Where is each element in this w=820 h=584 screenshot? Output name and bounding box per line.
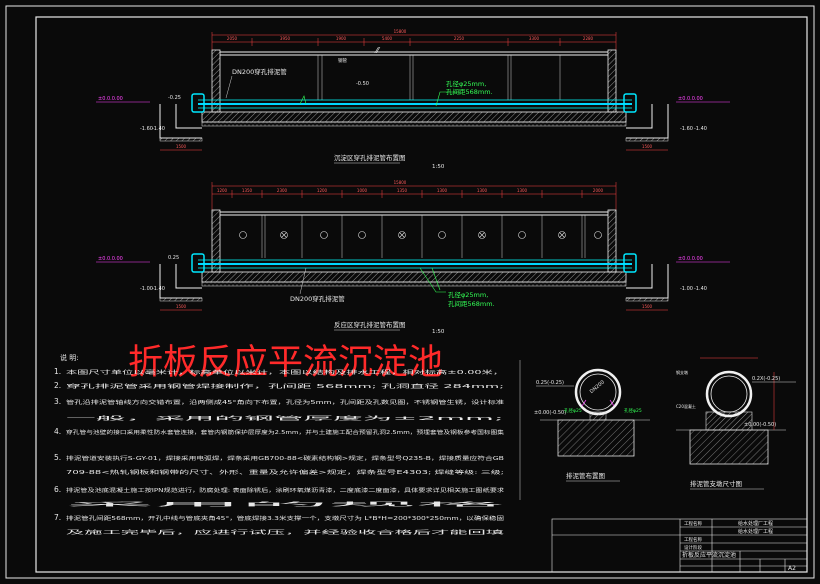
section-1-spacing-label: 孔间距568mm. bbox=[446, 88, 493, 96]
note-text: 管孔沿排泥管轴线方向交错布置，沿两侧成45°角向下布置，孔径为5mm，孔间距及孔… bbox=[66, 398, 504, 406]
note-text: 排泥管及池底混凝土施工按IPN规范进行，防腐处理: 表面除锈后，涂刷环氧煤沥青漆… bbox=[66, 486, 505, 494]
section-1-drawing: 15800 2050 3950 1900 5400 2250 3300 2280… bbox=[96, 29, 730, 170]
detail-2-el-top: 0.2X(-0.25) bbox=[752, 376, 780, 382]
tb-row4-left: 设计阶段 bbox=[684, 544, 702, 551]
section-1-pipe-label: DN200穿孔排泥管 bbox=[232, 67, 287, 76]
detail-1-hole-right: 孔径φ25 bbox=[624, 407, 642, 414]
section-2-bottom-dim-right: 1500 bbox=[642, 304, 653, 309]
section-2-dim-0: 1200 bbox=[217, 188, 228, 193]
title-block bbox=[551, 518, 808, 573]
tb-drawing-name: 折板反应平流沉淀池 bbox=[682, 551, 736, 559]
notes-heading: 说 明: bbox=[60, 353, 79, 362]
note-number: 7. bbox=[54, 513, 61, 522]
section-1-dim-3: 5400 bbox=[382, 36, 393, 41]
detail-1-drawing: DN200 0.25(-0.25) ±0.00(-0.50) 孔径φ25 孔径φ… bbox=[519, 360, 650, 500]
section-1-dim-0: 2050 bbox=[227, 36, 238, 41]
section-1-left-el-low2: -1.40 bbox=[152, 126, 165, 132]
section-2-bottom-dim-left: 1500 bbox=[176, 304, 187, 309]
section-1-bottom-dim-right: 1500 bbox=[642, 144, 653, 149]
tb-row3-left: 工程名称 bbox=[684, 536, 702, 543]
section-1-dim-1: 3950 bbox=[280, 36, 291, 41]
section-2-caption: 反应区穿孔排泥管布置图 bbox=[334, 320, 406, 329]
section-2-dim-7: 1300 bbox=[477, 188, 488, 193]
section-2-left-el-low: -1.00 bbox=[140, 286, 153, 292]
tb-row1-right: 给水处理厂工程 bbox=[738, 520, 773, 527]
section-2-dim-5: 1350 bbox=[397, 188, 408, 193]
section-1-bottom-dim-left: 1500 bbox=[176, 144, 187, 149]
section-2-scale: 1:50 bbox=[432, 329, 445, 335]
drawing-title: 折板反应平流沉淀池 bbox=[128, 343, 443, 383]
section-2-drawing: 15800 1200 1350 2300 1200 1000 1350 1300… bbox=[96, 180, 730, 335]
tb-row1-left: 工程名称 bbox=[684, 520, 702, 527]
notes-block: 说 明: 1. 本图尺寸单位以毫米计，标高单位以米计，本图以结构及排水工程，相对标… bbox=[54, 353, 517, 536]
detail-1-caption: 排泥管布置图 bbox=[566, 471, 605, 480]
tb-sheet-size: A2 bbox=[788, 565, 796, 572]
section-2-hole-label: 孔径φ25mm, bbox=[448, 290, 488, 299]
note-text: 709-88<热轧钢板和钢带的尺寸、外形、重量及允许偏差>规定，焊条型号E430… bbox=[66, 468, 504, 476]
section-1-elev-mid: -0.50 bbox=[356, 81, 369, 87]
section-1-dim-2: 1900 bbox=[336, 36, 347, 41]
detail-2-el-bottom: ±0.00(-0.50) bbox=[744, 422, 776, 428]
note-text: 排泥管道安装执行S-GY-01，焊接采用电弧焊，焊条采用GB700-88<碳素结… bbox=[66, 454, 505, 462]
detail-2-label-right: C20混凝土 bbox=[676, 403, 696, 409]
section-2-dim-4: 1000 bbox=[357, 188, 368, 193]
section-2-dim-2: 2300 bbox=[277, 188, 288, 193]
note-number: 3. bbox=[54, 397, 61, 406]
section-1-dim-5: 3300 bbox=[529, 36, 540, 41]
section-2-dim-1: 1350 bbox=[242, 188, 253, 193]
section-2-dim-8: 1300 bbox=[517, 188, 528, 193]
inner-frame bbox=[35, 16, 808, 573]
note-text: 穿孔管与池壁的接口采用柔性防水套管连接，套管内钢筋保护层厚度为2.5mm，并与土… bbox=[66, 428, 505, 436]
detail-2-caption: 排泥管支墩尺寸图 bbox=[690, 479, 742, 488]
section-2-dim-3: 1200 bbox=[317, 188, 328, 193]
section-1-left-el-mid: -0.25 bbox=[168, 95, 181, 101]
outer-frame bbox=[5, 5, 815, 579]
section-1-caption: 沉淀区穿孔排泥管布置图 bbox=[334, 153, 406, 162]
note-text: 及施工完毕后，应进行试压，并经验收合格后才能回填 bbox=[66, 528, 504, 536]
note-number: 2. bbox=[54, 381, 61, 390]
section-2-right-el-low: -1.00 bbox=[680, 286, 693, 292]
section-2-spacing-label: 孔间距568mm. bbox=[448, 300, 495, 308]
section-1-right-el-low2: -1.40 bbox=[694, 126, 707, 132]
section-2-dim-6: 1300 bbox=[437, 188, 448, 193]
break-mark: ⁄⁄ bbox=[374, 46, 380, 55]
note-number: 6. bbox=[54, 485, 61, 494]
section-1-hole-label: 孔径φ25mm, bbox=[446, 79, 486, 88]
section-1-left-el-low: -1.60 bbox=[140, 126, 153, 132]
section-1-right-stack: ±0.0.0.00 bbox=[678, 96, 703, 102]
section-1-dim-6: 2280 bbox=[583, 36, 594, 41]
section-1-right-el-low: -1.60 bbox=[680, 126, 693, 132]
note-text: 穿孔排泥管采用钢管焊接制作，孔间距 568mm; 孔洞直径 284mm; bbox=[66, 382, 505, 390]
section-2-left-el-mid: 0.25 bbox=[168, 255, 179, 261]
note-number: 4. bbox=[54, 427, 61, 436]
section-1-left-stack: ±0.0.0.00 bbox=[98, 96, 123, 102]
note-number: 5. bbox=[54, 453, 61, 462]
detail-1-el-top: 0.25(-0.25) bbox=[536, 380, 564, 386]
note-number: 1. bbox=[54, 367, 61, 376]
note-text: 一般，采用的钢管厚度为±2mm; bbox=[66, 414, 505, 422]
detail-1-dn-label: DN200 bbox=[589, 379, 606, 395]
section-2-right-el-low2: -1.40 bbox=[694, 286, 707, 292]
section-1-dim-4: 2250 bbox=[454, 36, 465, 41]
section-2-left-stack: ±0.0.0.00 bbox=[98, 256, 123, 262]
section-2-left-el-low2: -1.40 bbox=[152, 286, 165, 292]
section-1-scale: 1:50 bbox=[432, 164, 445, 170]
tb-row2-right: 给水处理厂工程 bbox=[738, 528, 773, 535]
section-1-angle-label: 钢管 bbox=[338, 57, 347, 64]
section-2-pipe-label: DN200穿孔排泥管 bbox=[290, 294, 345, 303]
note-text: 排泥管孔间距568mm，开孔中线与管底夹角45°，管底焊接3.3米支撑一个，支墩… bbox=[66, 514, 504, 522]
detail-1-el-bottom: ±0.00(-0.50) bbox=[534, 410, 566, 416]
section-2-dim-9: 2000 bbox=[593, 188, 604, 193]
detail-2-label-left: 钢支墩 bbox=[676, 369, 688, 375]
detail-1-hole-left: 孔径φ25 bbox=[564, 407, 582, 414]
detail-2-drawing: 0.2X(-0.25) ±0.00(-0.50) 钢支墩 C20混凝土 排泥管支… bbox=[676, 357, 796, 490]
section-2-right-stack: ±0.0.0.00 bbox=[678, 256, 703, 262]
section-1-top-dim: 15800 bbox=[394, 29, 407, 34]
section-2-top-dim: 15800 bbox=[394, 180, 407, 185]
note-text: 采用的规格 bbox=[66, 500, 517, 508]
note-text: 本图尺寸单位以毫米计，标高单位以米计，本图以结构及排水工程，相对标高±0.00米… bbox=[66, 368, 504, 376]
